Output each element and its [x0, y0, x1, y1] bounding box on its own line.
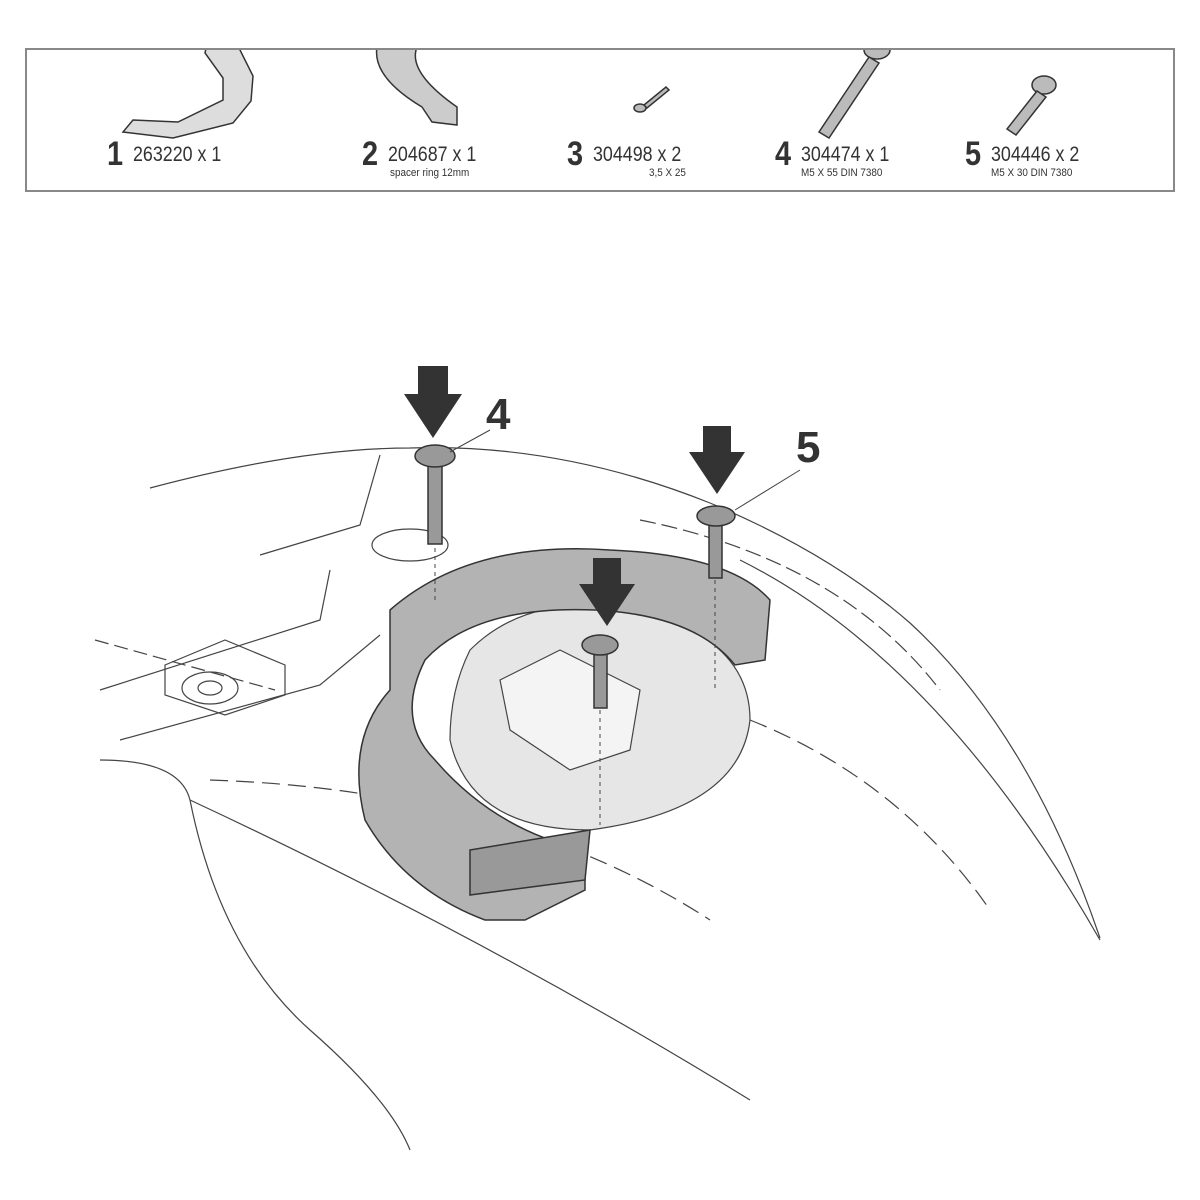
bolt-part-4-icon — [817, 50, 891, 140]
part-number: 3 — [567, 135, 583, 173]
dashed-guide-lines — [434, 540, 716, 825]
bolt-5-icon — [696, 505, 736, 579]
tank-ring-part — [358, 548, 771, 921]
part-number: 2 — [362, 135, 378, 173]
part-item-4: 4 304474 x 1 M5 X 55 DIN 7380 — [775, 135, 889, 179]
fuel-tank-outline — [94, 447, 1101, 1151]
parts-thumbnails — [121, 50, 1057, 140]
part-note: 3,5 X 25 — [649, 167, 686, 179]
bracket-part-1-icon — [121, 50, 254, 139]
bolt-center-icon — [581, 634, 619, 709]
part-number: 1 — [107, 135, 123, 173]
part-item-1: 1 263220 x 1 — [107, 135, 221, 174]
bolt-part-5-icon — [1005, 75, 1057, 137]
part-code: 263220 x 1 — [133, 143, 222, 166]
callout-label-4: 4 — [486, 390, 511, 439]
part-code: 204687 x 1 — [388, 143, 477, 166]
part-code: 304474 x 1 — [801, 143, 890, 166]
parts-list-box: 1 263220 x 1 2 204687 x 1 spacer ring 12… — [25, 48, 1175, 192]
part-item-5: 5 304446 x 2 M5 X 30 DIN 7380 — [965, 135, 1079, 179]
part-code: 304498 x 2 — [593, 143, 682, 166]
down-arrow-icon — [404, 366, 745, 626]
part-item-2: 2 204687 x 1 spacer ring 12mm — [362, 135, 476, 179]
screw-part-3-icon — [633, 85, 671, 113]
part-number: 4 — [775, 135, 791, 173]
callout-label-5: 5 — [796, 423, 821, 472]
spacer-ring-part-2-icon — [375, 50, 458, 126]
part-item-3: 3 304498 x 2 3,5 X 25 — [567, 135, 686, 179]
callout-leaders — [449, 429, 801, 511]
part-code: 304446 x 2 — [991, 143, 1080, 166]
part-note: spacer ring 12mm — [390, 167, 470, 179]
part-note: M5 X 30 DIN 7380 — [991, 167, 1073, 179]
part-number: 5 — [965, 135, 981, 173]
part-note: M5 X 55 DIN 7380 — [801, 167, 883, 179]
bolt-4-icon — [414, 444, 456, 545]
